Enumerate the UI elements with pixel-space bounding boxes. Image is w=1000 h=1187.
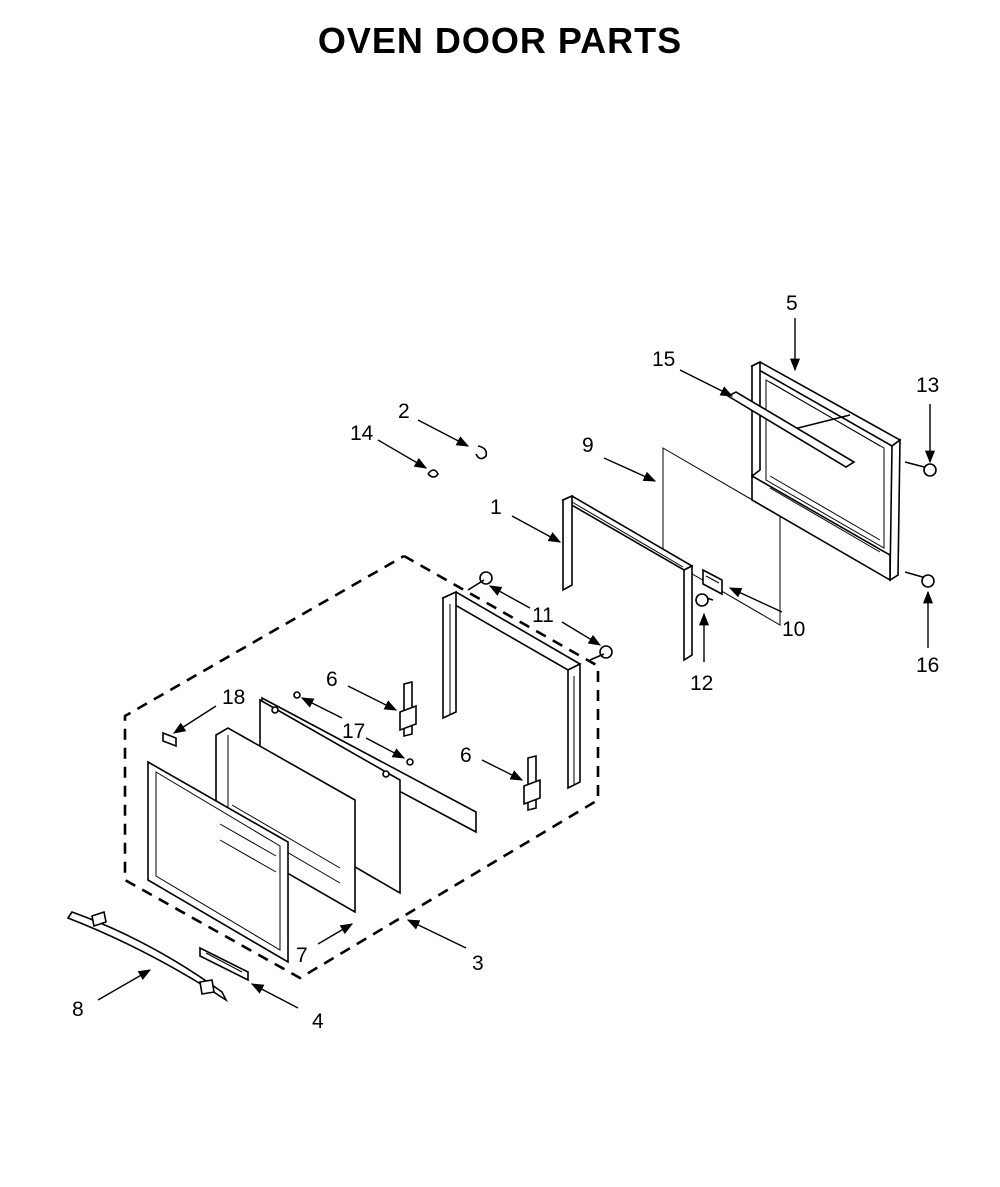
part-clip-small xyxy=(427,469,439,478)
part-vent-bar xyxy=(726,391,856,468)
callout-12: 12 xyxy=(690,672,713,695)
part-glass-panel xyxy=(662,447,781,626)
part-door-handle xyxy=(66,910,229,1003)
callout-3: 3 xyxy=(472,952,484,975)
part-hinge-right xyxy=(523,754,541,812)
callout-18: 18 xyxy=(222,686,245,709)
part-clip xyxy=(475,445,488,460)
callout-9: 9 xyxy=(582,434,594,457)
part-inner-door-frame xyxy=(750,360,902,582)
callout-leaders xyxy=(97,318,936,1009)
callout-13: 13 xyxy=(916,374,939,397)
callout-14: 14 xyxy=(350,422,374,445)
callout-7: 7 xyxy=(296,944,308,967)
callout-10: 10 xyxy=(782,618,805,641)
part-screws-pair xyxy=(467,571,613,661)
part-badge xyxy=(199,946,249,982)
part-u-channel-frame xyxy=(441,590,582,790)
callout-15: 15 xyxy=(652,348,675,371)
part-screw-top xyxy=(904,461,937,477)
callout-6-upper: 6 xyxy=(326,668,338,691)
page-title: OVEN DOOR PARTS xyxy=(317,20,683,61)
callout-6-lower: 6 xyxy=(460,744,472,767)
part-door-front-frame xyxy=(147,760,289,964)
part-bracket xyxy=(702,568,723,596)
part-latch xyxy=(162,731,177,748)
callout-2: 2 xyxy=(398,400,410,423)
part-hinge-left xyxy=(399,680,417,738)
part-outer-door-assembly-boundary xyxy=(123,554,600,980)
callout-11: 11 xyxy=(532,604,554,627)
callout-17: 17 xyxy=(342,720,365,743)
callout-1: 1 xyxy=(490,496,502,519)
callout-16: 16 xyxy=(916,654,939,677)
part-screw-bottom xyxy=(904,571,935,588)
callout-8: 8 xyxy=(72,998,84,1021)
callout-5: 5 xyxy=(786,292,798,315)
callout-4: 4 xyxy=(312,1010,324,1033)
part-screw-small xyxy=(695,593,714,607)
part-door-liner xyxy=(561,494,694,662)
